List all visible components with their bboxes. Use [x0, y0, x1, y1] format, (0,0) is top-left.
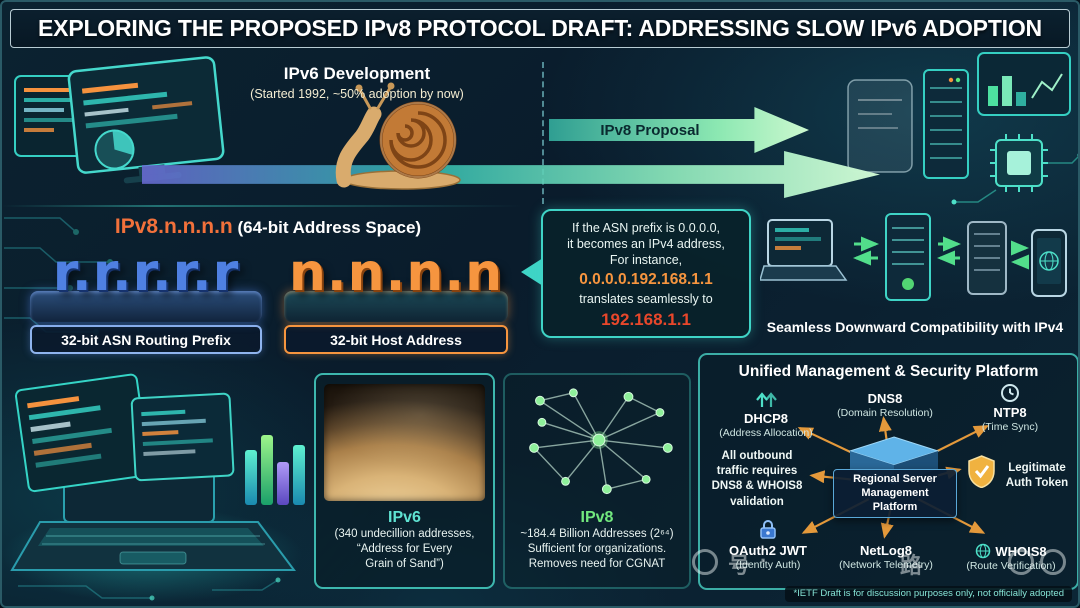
ipv8-card-title: IPv8	[580, 509, 614, 526]
asn-prefix-label: 32-bit ASN Routing Prefix	[30, 325, 262, 354]
platform-item-name: WHOIS8	[995, 543, 1047, 559]
compatibility-illustration	[760, 213, 1067, 301]
ipv6-card: IPv6 (340 undecillion addresses, “Addres…	[314, 373, 495, 589]
host-banner	[284, 291, 508, 322]
title-bar: EXPLORING THE PROPOSED IPv8 PROTOCOL DRA…	[10, 9, 1070, 48]
platform-item-whois8: WHOIS8 (Route Verification)	[950, 543, 1072, 573]
platform-item-dns8: DNS8 (Domain Resolution)	[832, 391, 938, 419]
outbound-traffic-note: All outbound traffic requires DNS8 & WHO…	[711, 450, 803, 508]
callout-line-4: translates seamlessly to	[579, 292, 713, 306]
auth-token-note: Legitimate Auth Token	[1005, 462, 1069, 489]
host-address-label: 32-bit Host Address	[284, 325, 508, 354]
platform-item-desc: (Route Verification)	[966, 560, 1056, 572]
platform-item-name: OAuth2 JWT	[729, 543, 807, 558]
page-title: EXPLORING THE PROPOSED IPv8 PROTOCOL DRA…	[38, 15, 1042, 41]
ipv8-card: IPv8 ~184.4 Billion Addresses (2⁶⁴) Suff…	[503, 373, 691, 589]
network-graph-illustration	[529, 388, 673, 495]
ipv8-proposal-label: IPv8 Proposal	[600, 121, 700, 139]
globe-icon	[976, 543, 991, 559]
platform-item-desc: (Domain Resolution)	[837, 407, 933, 419]
ipv6-card-title: IPv6	[388, 509, 421, 526]
ietf-disclaimer: *IETF Draft is for discussion purposes o…	[785, 586, 1072, 602]
callout-line-3: For instance,	[609, 253, 683, 267]
ipv8-card-line-3: Removes need for CGNAT	[528, 558, 666, 571]
ipv6-card-line-2: “Address for Every	[356, 543, 453, 556]
whois-name-row: WHOIS8	[950, 543, 1072, 559]
sand-dune-image	[324, 384, 485, 501]
timeline-divider	[542, 62, 544, 204]
platform-center-label: Regional Server Management Platform	[833, 469, 957, 519]
ipv6-development-subtitle: (Started 1992, ~50% adoption by now)	[250, 87, 464, 101]
asn-prefix-glyphs: r.r.r.r.r	[52, 243, 240, 303]
platform-title: Unified Management & Security Platform	[738, 363, 1039, 380]
callout-pointer	[521, 258, 543, 286]
code-monitors-illustration	[14, 56, 225, 184]
ipv8-card-line-2: Sufficient for organizations.	[527, 543, 667, 556]
platform-item-desc: (Time Sync)	[981, 421, 1039, 433]
snail-illustration	[335, 82, 461, 190]
platform-item-dhcp8: DHCP8 (Address Allocation)	[714, 389, 818, 439]
platform-item-netlog8: NetLog8 (Network Telemetry)	[828, 543, 944, 571]
padlock-icon	[760, 520, 776, 539]
auth-token-shield-icon	[968, 455, 995, 488]
section-separator-line	[2, 205, 522, 207]
host-glyphs: n.n.n.n	[288, 243, 504, 303]
address-format-name: IPv8.n.n.n.n	[114, 215, 233, 238]
compatibility-caption: Seamless Downward Compatibility with IPv…	[766, 319, 1064, 335]
ipv6-card-line-1: (340 undecillion addresses,	[334, 528, 475, 540]
ipv6-development-block: IPv6 Development (Started 1992, ~50% ado…	[237, 64, 477, 101]
timeline-arrow	[142, 151, 880, 198]
platform-item-desc: (Network Telemetry)	[839, 559, 933, 571]
platform-item-oauth2-jwt: OAuth2 JWT (Identity Auth)	[714, 517, 822, 571]
asn-prefix-banner	[30, 291, 262, 322]
asn-zero-callout: If the ASN prefix is 0.0.0.0, it becomes…	[541, 209, 751, 338]
double-up-arrows-icon	[755, 392, 777, 407]
ipv6-card-line-3: Grain of Sand”)	[365, 558, 444, 571]
platform-item-name: NTP8	[993, 405, 1027, 420]
ipv4-example-address: 192.168.1.1	[601, 310, 691, 329]
ipv8-proposal-arrow: IPv8 Proposal	[549, 107, 809, 153]
clock-icon	[1001, 384, 1019, 402]
ipv6-development-title: IPv6 Development	[283, 64, 431, 83]
platform-item-ntp8: NTP8 (Time Sync)	[952, 383, 1068, 433]
address-format-heading: IPv8.n.n.n.n (64-bit Address Space)	[22, 215, 514, 239]
ipv8-card-line-1: ~184.4 Billion Addresses (2⁶⁴)	[520, 528, 674, 540]
platform-card: Unified Management & Security Platform	[698, 353, 1078, 590]
callout-line-2: it becomes an IPv4 address,	[567, 237, 725, 251]
server-rack-illustration	[847, 52, 1078, 205]
platform-item-name: NetLog8	[860, 543, 912, 558]
ipv8-example-address: 0.0.0.0.192.168.1.1	[579, 271, 713, 288]
platform-item-name: DHCP8	[743, 411, 789, 426]
platform-item-desc: (Address Allocation)	[719, 427, 813, 439]
platform-item-name: DNS8	[867, 391, 903, 406]
developer-laptop-illustration	[2, 373, 305, 603]
address-space-label: (64-bit Address Space)	[232, 218, 422, 237]
callout-line-1: If the ASN prefix is 0.0.0.0,	[572, 221, 720, 235]
platform-item-desc: (Identity Auth)	[735, 559, 801, 571]
